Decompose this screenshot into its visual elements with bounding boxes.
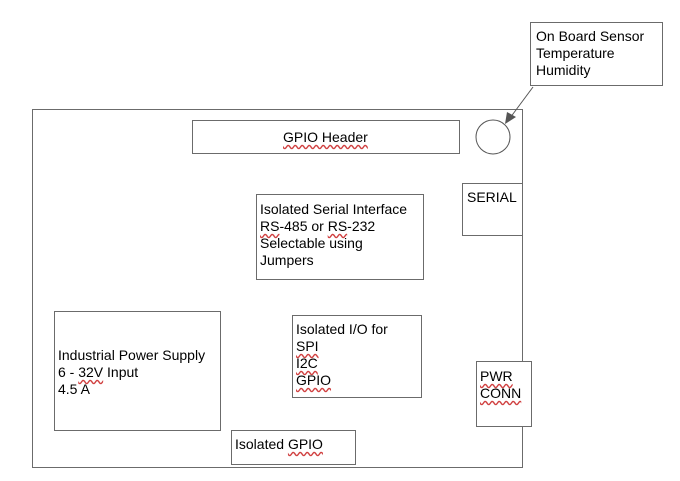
power-connector-box: PWR CONN	[476, 361, 532, 427]
callout-arrow-head	[505, 112, 516, 124]
isolated-gpio-box: Isolated GPIO	[231, 430, 356, 465]
isolated-io-box: Isolated I/O for SPI I2C GPIO	[292, 315, 422, 398]
serial-interface-line-4: Jumpers	[260, 252, 314, 268]
pwr-label: PWR	[480, 368, 513, 384]
power-supply-line-3: 4.5 A	[58, 381, 90, 397]
serial-interface-box: Isolated Serial Interface RS-485 or RS-2…	[256, 194, 424, 280]
gpio-header-label: GPIO Header	[283, 129, 368, 145]
callout-arrow-line	[509, 86, 534, 119]
serial-interface-line-3: Selectable using	[260, 235, 363, 251]
isolated-io-i2c: I2C	[296, 355, 318, 371]
sensor-callout-line-1: On Board Sensor	[536, 28, 645, 44]
conn-label: CONN	[480, 385, 522, 401]
sensor-callout-line-2: Temperature	[536, 45, 615, 61]
isolated-io-spi: SPI	[296, 338, 319, 354]
sensor-callout-box: On Board Sensor Temperature Humidity	[530, 22, 663, 86]
sensor-callout-line-3: Humidity	[536, 62, 591, 78]
power-supply-line-1: Industrial Power Supply	[58, 347, 206, 363]
serial-interface-line-1: Isolated Serial Interface	[260, 201, 408, 217]
power-supply-box: Industrial Power Supply 6 - 32V Input 4.…	[54, 311, 221, 431]
serial-label: SERIAL	[467, 189, 517, 205]
serial-connector-box: SERIAL	[462, 183, 523, 236]
onboard-sensor-circle	[475, 119, 511, 155]
isolated-io-line-1: Isolated I/O for	[296, 321, 388, 337]
power-supply-line-2: 6 - 32V Input	[58, 364, 139, 380]
isolated-gpio-label: Isolated GPIO	[235, 436, 323, 452]
gpio-header-box: GPIO Header	[192, 120, 460, 154]
serial-interface-line-2: RS-485 or RS-232	[260, 218, 376, 234]
isolated-io-gpio: GPIO	[296, 372, 332, 388]
